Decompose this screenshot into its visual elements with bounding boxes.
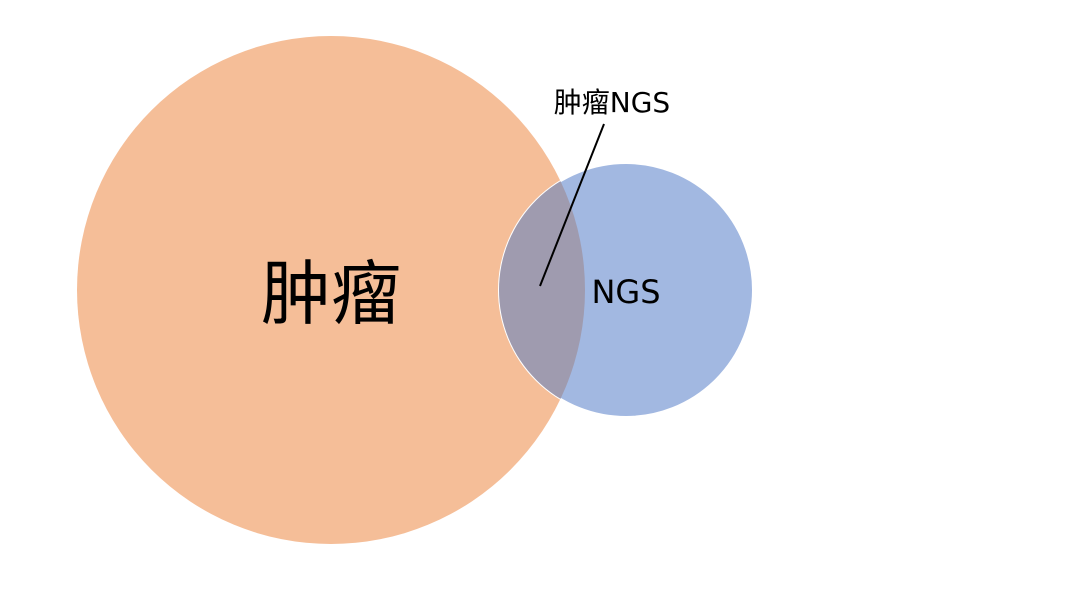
set-label-ngs: NGS <box>591 273 660 311</box>
set-label-tumor: 肿瘤 <box>261 253 401 335</box>
intersection-leader-line <box>539 123 605 287</box>
intersection-label: 肿瘤NGS <box>554 86 670 119</box>
set-circle-tumor <box>77 36 585 544</box>
